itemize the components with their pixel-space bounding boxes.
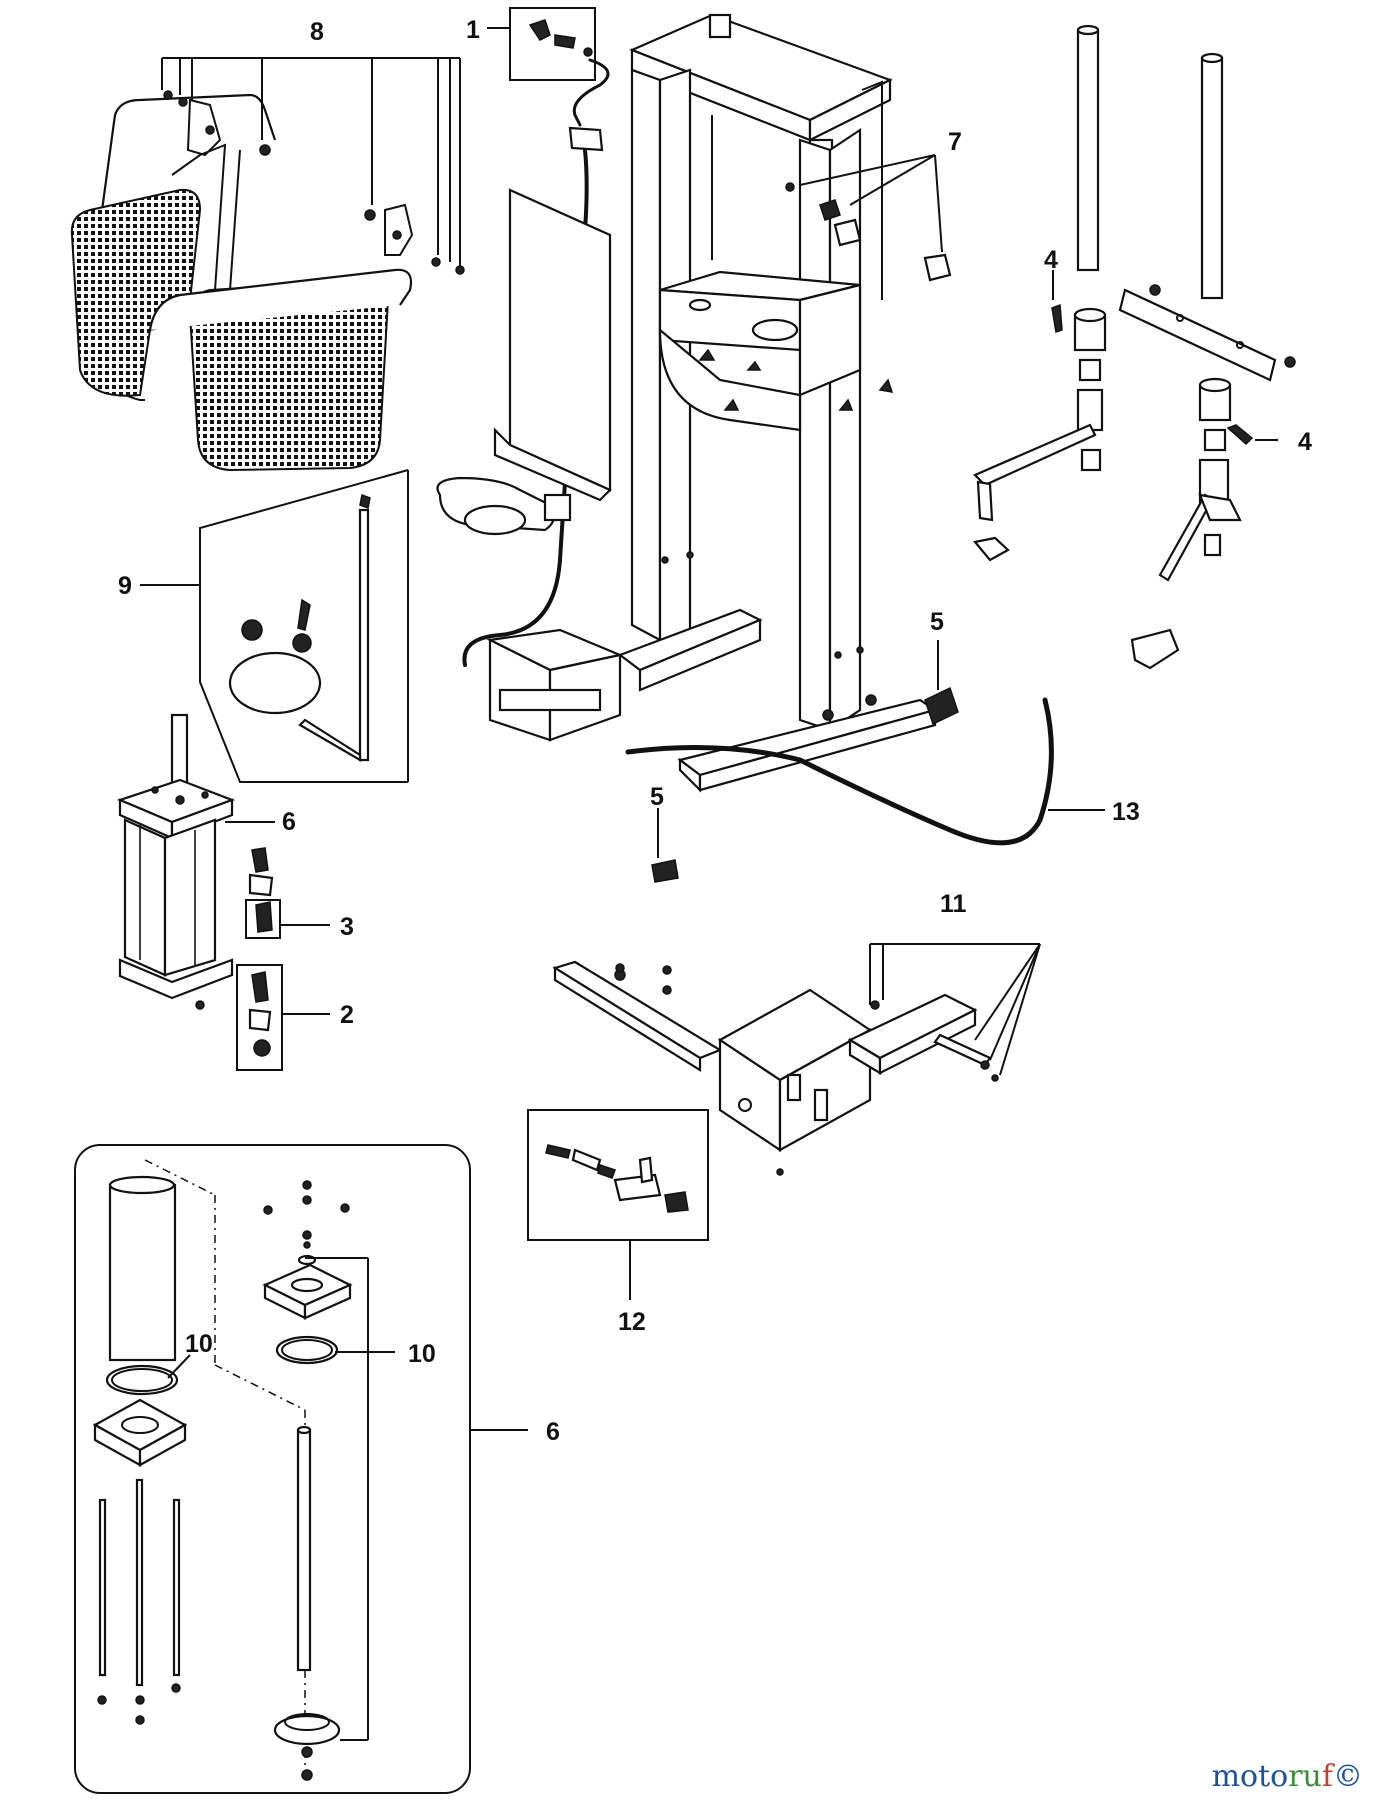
watermark-part-3: f [1321, 1759, 1333, 1794]
callout-labels: 1 2 3 4 4 5 5 6 6 7 8 9 10 10 11 12 13 [118, 16, 1312, 1446]
foot-part-5-left [651, 808, 679, 883]
callout-10-left: 10 [185, 1330, 213, 1358]
callout-11-leaders [869, 943, 1041, 1076]
fittings-part-7 [785, 182, 952, 282]
callout-2: 2 [340, 1001, 354, 1029]
callout-10-leaders [167, 1257, 395, 1741]
watermark-part-1: moto [1211, 1759, 1289, 1794]
watermark-part-2: ru [1288, 1759, 1322, 1794]
callout-8-leaders [161, 57, 461, 266]
callout-4-leaders [1052, 270, 1278, 441]
foot-part-5-right [924, 640, 959, 726]
callout-1: 1 [466, 16, 480, 44]
cylinder-part-6 [116, 713, 236, 1010]
hose-part-13 [625, 697, 1054, 846]
callout-4-top: 4 [1044, 246, 1058, 274]
callout-10-right: 10 [408, 1340, 436, 1368]
callout-9: 9 [118, 572, 132, 600]
arms-and-posts-part-4 [972, 24, 1296, 670]
press-frame [436, 13, 938, 793]
switch-assembly-part-12 [527, 1109, 709, 1241]
callout-8: 8 [310, 18, 324, 46]
callout-5-right: 5 [930, 608, 944, 636]
basket-part-8 [70, 90, 465, 472]
air-trigger-part-1 [462, 7, 610, 667]
callout-6-top: 6 [282, 808, 296, 836]
valve-part-3 [245, 847, 281, 939]
watermark: motoruf© [1212, 1759, 1363, 1794]
valve-part-2 [236, 964, 283, 1071]
callout-6-bottom: 6 [546, 1418, 560, 1446]
callout-12: 12 [618, 1308, 646, 1336]
callout-7: 7 [948, 128, 962, 156]
callout-7-leaders [799, 154, 943, 253]
cylinder-detail-box [74, 1144, 471, 1794]
clamp-kit-part-9 [199, 469, 409, 783]
callout-13: 13 [1112, 798, 1140, 826]
callout-11: 11 [940, 890, 967, 918]
watermark-copyright: © [1333, 1759, 1363, 1794]
callout-5-left: 5 [650, 783, 664, 811]
callout-4-right: 4 [1298, 428, 1312, 456]
base-bracket-part-11 [552, 960, 999, 1176]
callout-3: 3 [340, 913, 354, 941]
